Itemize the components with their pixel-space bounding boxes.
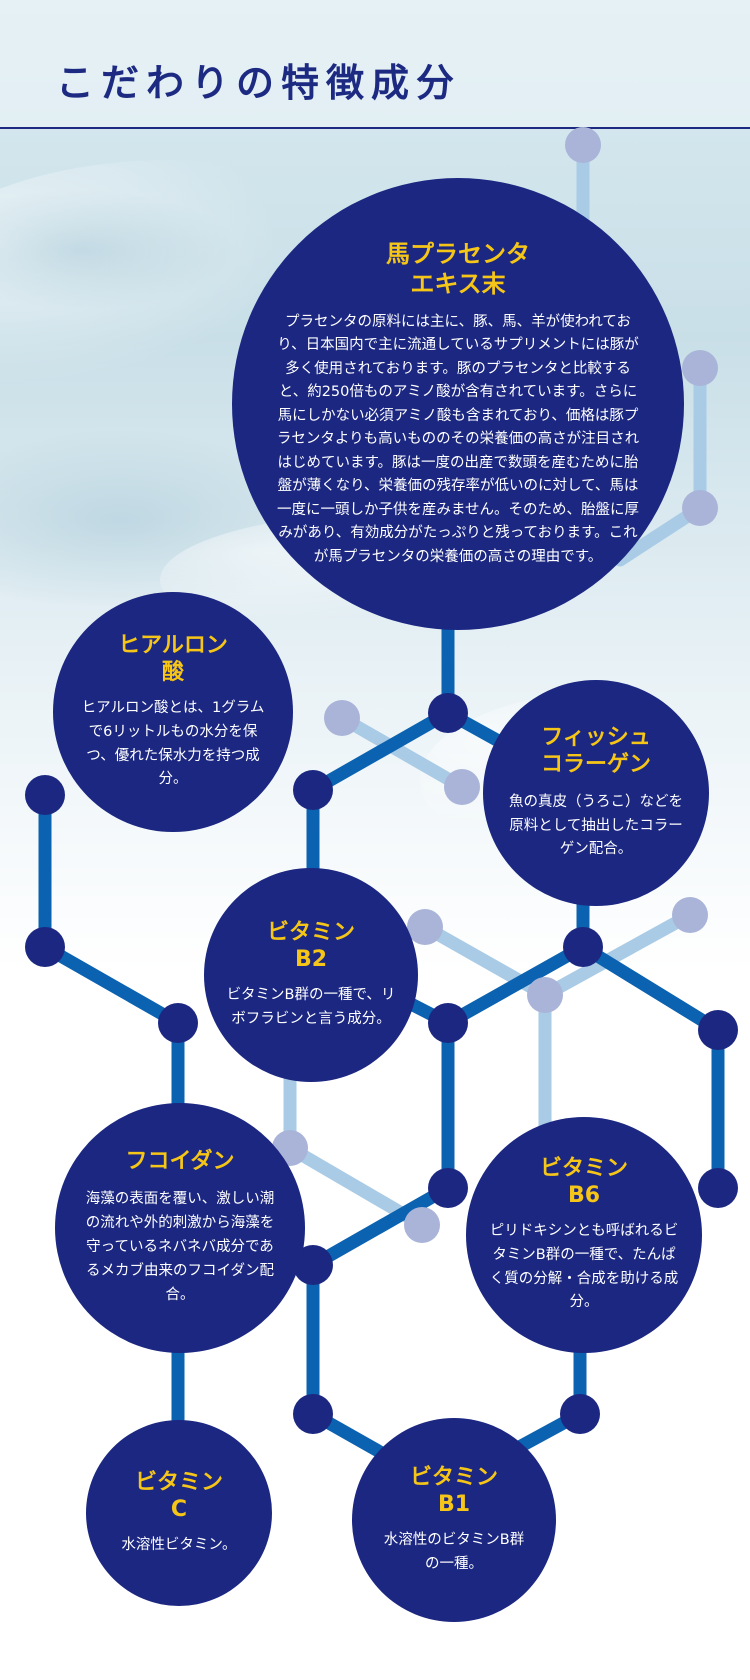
node: [560, 1394, 600, 1434]
node: [25, 927, 65, 967]
node: [672, 897, 708, 933]
ingredient-description: 水溶性ビタミン。: [121, 1536, 237, 1553]
ingredient-hyaluronic-acid: ヒアルロン 酸 ヒアルロン酸とは、1グラムで6リットルもの水分を保つ、優れた保水…: [53, 592, 293, 832]
node: [404, 1207, 440, 1243]
ingredient-description: プラセンタの原料には主に、豚、馬、羊が使われており、日本国内で主に流通しているサ…: [276, 313, 640, 565]
primary-bonds: [38, 593, 725, 1459]
ingredient-vitamin-c: ビタミン C 水溶性ビタミン。: [86, 1420, 272, 1606]
ingredient-vitamin-b1: ビタミン B1 水溶性のビタミンB群の一種。: [352, 1418, 556, 1622]
title-divider: [0, 127, 750, 129]
node: [698, 1168, 738, 1208]
node: [25, 775, 65, 815]
node: [565, 127, 601, 163]
node: [682, 490, 718, 526]
ingredient-description: 水溶性のビタミンB群の一種。: [383, 1531, 525, 1572]
node: [293, 1245, 333, 1285]
page-header: こだわりの特徴成分: [0, 0, 750, 129]
node: [527, 977, 563, 1013]
ingredient-name: ヒアルロン 酸: [118, 632, 228, 686]
ingredient-description: 魚の真皮（うろこ）などを原料として抽出したコラーゲン配合。: [509, 793, 683, 858]
ingredient-description: ヒアルロン酸とは、1グラムで6リットルもの水分を保つ、優れた保水力を持つ成分。: [81, 699, 265, 788]
node: [293, 1394, 333, 1434]
ingredient-fish-collagen: フィッシュ コラーゲン 魚の真皮（うろこ）などを原料として抽出したコラーゲン配合…: [483, 680, 709, 906]
ingredient-name: ビタミン B2: [266, 919, 355, 973]
ingredient-description: 海藻の表面を覆い、激しい潮の流れや外的刺激から海藻を守っているネバネバ成分である…: [85, 1190, 275, 1303]
ingredient-vitamin-b2: ビタミン B2 ビタミンB群の一種で、リボフラビンと言う成分。: [204, 868, 418, 1082]
dark-nodes: [25, 693, 738, 1434]
node: [158, 1003, 198, 1043]
node: [428, 1003, 468, 1043]
node: [293, 770, 333, 810]
ingredient-name: ビタミン B1: [409, 1464, 498, 1518]
ingredient-fucoidan: フコイダン 海藻の表面を覆い、激しい潮の流れや外的刺激から海藻を守っているネバネ…: [55, 1103, 305, 1353]
node: [682, 350, 718, 386]
node: [428, 1168, 468, 1208]
node: [407, 909, 443, 945]
node: [428, 693, 468, 733]
ingredient-description: ビタミンB群の一種で、リボフラビンと言う成分。: [226, 986, 396, 1027]
node: [563, 927, 603, 967]
node: [444, 769, 480, 805]
ingredient-name: 馬プラセンタ エキス末: [386, 239, 530, 298]
ingredient-name: ビタミン C: [134, 1469, 223, 1523]
ingredient-description: ピリドキシンとも呼ばれるビタミンB群の一種で、たんぱく質の分解・合成を助ける成分…: [489, 1222, 679, 1311]
page-title: こだわりの特徴成分: [56, 60, 462, 105]
ingredient-horse-placenta: 馬プラセンタ エキス末 プラセンタの原料には主に、豚、馬、羊が使われており、日本…: [232, 178, 684, 630]
node: [698, 1010, 738, 1050]
ingredient-name: フィッシュ コラーゲン: [540, 724, 651, 778]
ingredient-name: フコイダン: [125, 1149, 235, 1175]
ingredient-vitamin-b6: ビタミン B6 ピリドキシンとも呼ばれるビタミンB群の一種で、たんぱく質の分解・…: [466, 1117, 702, 1353]
ingredient-name: ビタミン B6: [539, 1155, 628, 1209]
node: [324, 700, 360, 736]
